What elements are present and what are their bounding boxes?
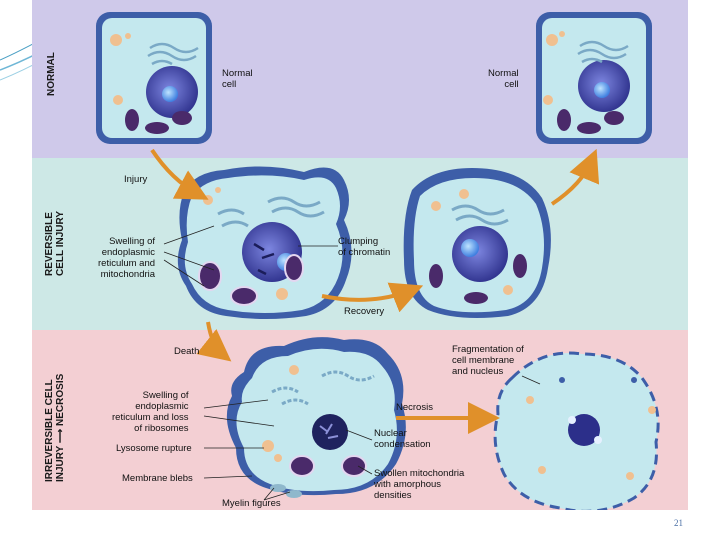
label-normal-cell-left-line2: cell xyxy=(222,79,237,90)
leader-lines xyxy=(163,225,541,501)
injured-cell xyxy=(177,166,352,319)
label-swollen-mitochondria: Swollen mitochondria with amorphous dens… xyxy=(374,468,464,501)
label-swelling-er: Swelling of endoplasmic reticulum and mi… xyxy=(98,236,155,280)
label-swelling-er-line2: endoplasmic xyxy=(101,247,156,258)
stage-arrow: ⟶ xyxy=(55,428,66,444)
stage-label-irreversible: IRREVERSIBLE CELL INJURY ⟶ NECROSIS xyxy=(44,374,66,482)
stage-label-irreversible-line1: IRREVERSIBLE CELL xyxy=(44,379,55,482)
label-clumping-line2: of chromatin xyxy=(338,247,391,258)
label-swelling-ribosomes-line4: of ribosomes xyxy=(134,423,189,434)
label-swelling-ribosomes-line2: endoplasmic xyxy=(135,401,189,412)
label-necrosis: Necrosis xyxy=(396,402,433,413)
death-arrow xyxy=(196,321,232,362)
label-fragmentation-line3: and nucleus xyxy=(452,366,504,377)
stage-label-irreversible-line2: INJURY xyxy=(55,445,66,482)
label-clumping-line1: Clumping xyxy=(338,236,379,247)
page-number: 21 xyxy=(674,518,683,528)
label-nuclear-line1: Nuclear xyxy=(374,428,407,439)
label-normal-cell-right-line2: cell xyxy=(504,79,519,90)
stage-label-reversible-line2: CELL INJURY xyxy=(55,210,66,276)
label-nuclear-line2: condensation xyxy=(374,439,431,450)
cell-injury-figure: NORMAL REVERSIBLE CELL INJURY IRREVERSIB… xyxy=(32,0,688,510)
label-death: Death xyxy=(174,346,200,357)
label-swelling-er-line1: Swelling of xyxy=(109,236,156,247)
label-swelling-ribosomes-line1: Swelling of xyxy=(142,390,189,401)
label-swelling-ribosomes: Swelling of endoplasmic reticulum and lo… xyxy=(112,390,189,434)
label-swelling-er-line3: reticulum and xyxy=(98,258,156,269)
label-recovery: Recovery xyxy=(344,306,385,317)
label-normal-cell-right-line1: Normal xyxy=(488,68,519,79)
label-swelling-ribosomes-line3: reticulum and loss xyxy=(112,412,189,423)
cell-illustrations xyxy=(96,12,660,510)
label-clumping: Clumping of chromatin xyxy=(338,236,390,258)
label-membrane-blebs: Membrane blebs xyxy=(122,473,193,484)
label-injury: Injury xyxy=(124,174,148,185)
label-nuclear-condensation: Nuclear condensation xyxy=(374,428,431,450)
normal-cell-right xyxy=(536,12,652,144)
normal-cell-left xyxy=(96,12,212,144)
label-swollen-mito-line3: densities xyxy=(374,490,412,501)
label-fragmentation: Fragmentation of cell membrane and nucle… xyxy=(452,344,524,377)
label-swollen-mito-line1: Swollen mitochondria xyxy=(374,468,465,479)
label-swollen-mito-line2: with amorphous xyxy=(374,479,442,490)
label-normal-cell-left-line1: Normal xyxy=(222,68,253,79)
necrotic-cell xyxy=(493,351,660,510)
label-fragmentation-line1: Fragmentation of xyxy=(452,344,524,355)
recovering-cell xyxy=(403,168,551,318)
recovery-arrow xyxy=(321,282,424,313)
return-arrow xyxy=(550,148,600,206)
injury-arrow xyxy=(150,148,209,200)
label-fragmentation-line2: cell membrane xyxy=(452,355,515,366)
stage-label-reversible-line1: REVERSIBLE xyxy=(44,212,55,276)
label-normal-cell-right: Normal cell xyxy=(488,68,519,90)
stage-label-necrosis: NECROSIS xyxy=(55,373,66,426)
label-swelling-er-line4: mitochondria xyxy=(100,269,156,280)
label-lysosome-rupture: Lysosome rupture xyxy=(116,443,192,454)
label-myelin-figures: Myelin figures xyxy=(222,498,281,509)
stage-label-normal: NORMAL xyxy=(46,52,57,96)
label-normal-cell-left: Normal cell xyxy=(222,68,253,90)
stage-label-reversible: REVERSIBLE CELL INJURY xyxy=(44,211,66,276)
